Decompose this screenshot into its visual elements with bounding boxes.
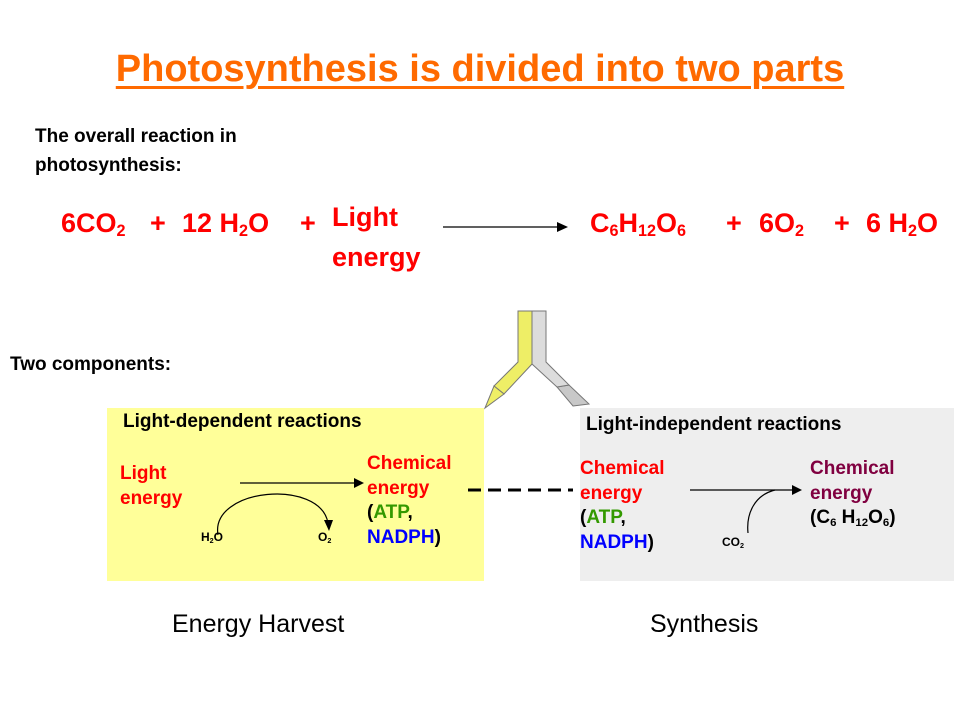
energy-harvest-caption: Energy Harvest [172,610,345,638]
product-o2: 6O2 [759,208,805,241]
overall-reaction-label: The overall reaction in photosynthesis: [35,122,237,180]
co2-label: CO2 [722,535,744,550]
split-arrow-icon [483,310,591,410]
product-glucose: C6H12O6 [590,208,687,241]
glucose-chemical-energy: Chemical energy (C6 H12O6) [810,458,896,529]
reactant-co2: 6CO2 [61,208,126,241]
light-energy-reactant: Light energy [332,202,421,272]
plus-sign-1: + [150,208,166,238]
synthesis-caption: Synthesis [650,610,759,638]
right-chemical-energy-input: Chemical energy (ATP, NADPH) [580,458,665,553]
nadph-label: NADPH [367,526,435,548]
two-components-label: Two components: [10,354,172,375]
water-label: H2O [201,530,224,545]
calvin-curve-arrow [690,485,802,534]
light-independent-box [580,408,954,581]
atp-label: ATP [586,507,621,528]
overall-label-line2: photosynthesis: [35,155,182,176]
plus-sign-4: + [834,208,850,238]
nadph-label: NADPH [580,531,648,553]
product-water: 6 H2O [866,208,939,241]
plus-sign-3: + [726,208,742,238]
light-independent-header: Light-independent reactions [586,414,842,435]
light-dependent-box [107,408,484,581]
light-energy-input: Light energy [120,463,183,509]
oxygen-label: O2 [318,530,332,545]
light-dependent-header: Light-dependent reactions [123,411,362,432]
overall-label-line1: The overall reaction in [35,126,237,147]
page-title: Photosynthesis is divided into two parts [115,48,845,90]
reactant-h2o: 12 H2O [182,208,270,241]
left-chemical-energy: Chemical energy (ATP, NADPH) [367,453,452,548]
plus-sign-2: + [300,208,316,238]
light-reaction-curve-arrow [217,478,364,536]
reaction-arrow [443,222,568,232]
atp-label: ATP [373,502,408,523]
